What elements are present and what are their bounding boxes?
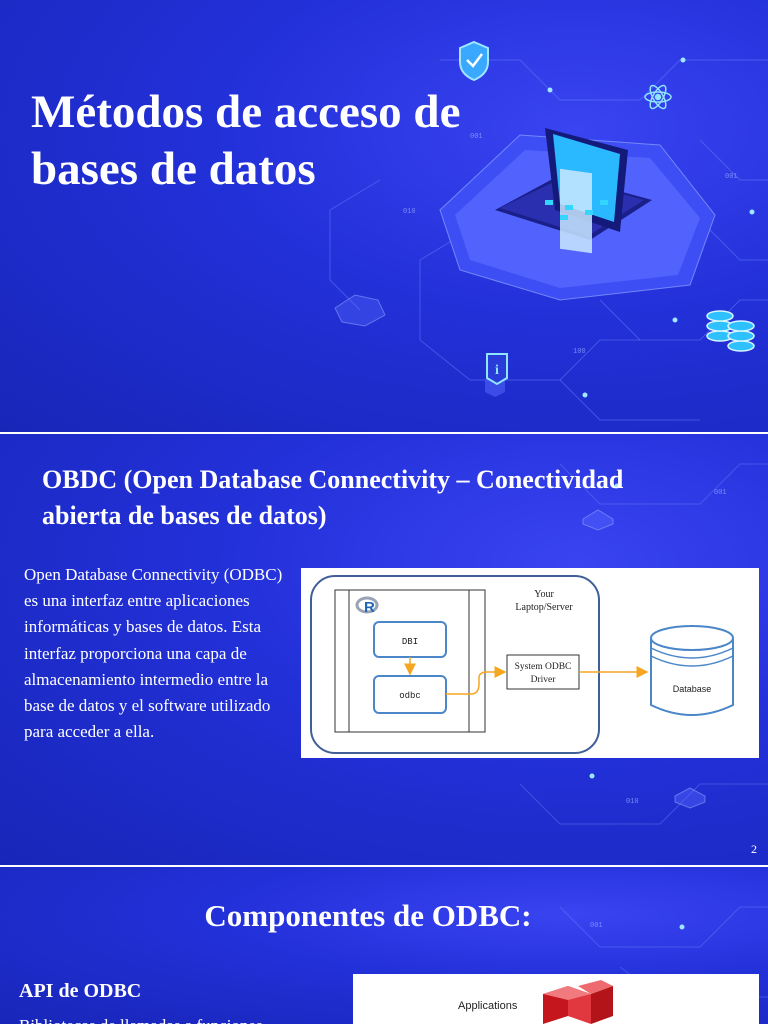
applications-label: Applications (458, 1000, 518, 1012)
laptop-icon (495, 128, 652, 254)
odbc-architecture-diagram: R DBI odbc Your Laptop/Server System ODB… (310, 575, 734, 754)
database-stack-icon (706, 310, 755, 352)
odbc-components-image: Applications (353, 974, 759, 1024)
machine-label: Laptop/Server (515, 602, 573, 613)
atom-icon (644, 84, 672, 110)
slide-title: Componentes de ODBC: (204, 898, 532, 933)
slide-title: Métodos de acceso de bases de datos (31, 86, 461, 195)
decor-label: 001 (470, 133, 483, 141)
slide-body: Open Database Connectivity (ODBC) es una… (24, 565, 283, 742)
r-logo: R (355, 596, 379, 616)
info-icon: i (485, 353, 508, 397)
decor-label: 010 (626, 798, 639, 806)
decor-label: 010 (403, 208, 416, 216)
decor-label: 001 (725, 173, 738, 181)
slide-title: OBDC (Open Database Connectivity – Conec… (42, 465, 624, 530)
database-label: Database (673, 684, 712, 694)
title-slide: 001 010 001 100 (0, 0, 768, 432)
svg-text:R: R (364, 599, 375, 616)
odbc-diagram: R DBI odbc Your Laptop/Server System ODB… (301, 568, 759, 758)
decor-label: 001 (714, 489, 727, 497)
slide-divider (0, 865, 768, 867)
circuit-background: 001 010 (519, 463, 768, 825)
machine-label: Your (534, 589, 554, 600)
decor-label: 100 (573, 348, 586, 356)
odbc-label: odbc (399, 691, 421, 701)
decor-label: 001 (590, 922, 603, 930)
slide-body: Bibliotecas de llamadas a funciones (19, 1016, 263, 1035)
svg-text:i: i (495, 363, 499, 378)
slide-divider (0, 432, 768, 434)
section-heading: API de ODBC (19, 980, 142, 1002)
dbi-label: DBI (402, 637, 418, 647)
driver-label: System ODBC (515, 662, 572, 672)
database-cylinder: Database (650, 625, 734, 716)
page-number: 2 (751, 842, 757, 856)
circuit-background: 001 010 001 100 (329, 40, 768, 421)
cube-stack-icon (543, 980, 613, 1024)
driver-label: Driver (531, 675, 557, 685)
shield-check-icon (459, 40, 489, 82)
